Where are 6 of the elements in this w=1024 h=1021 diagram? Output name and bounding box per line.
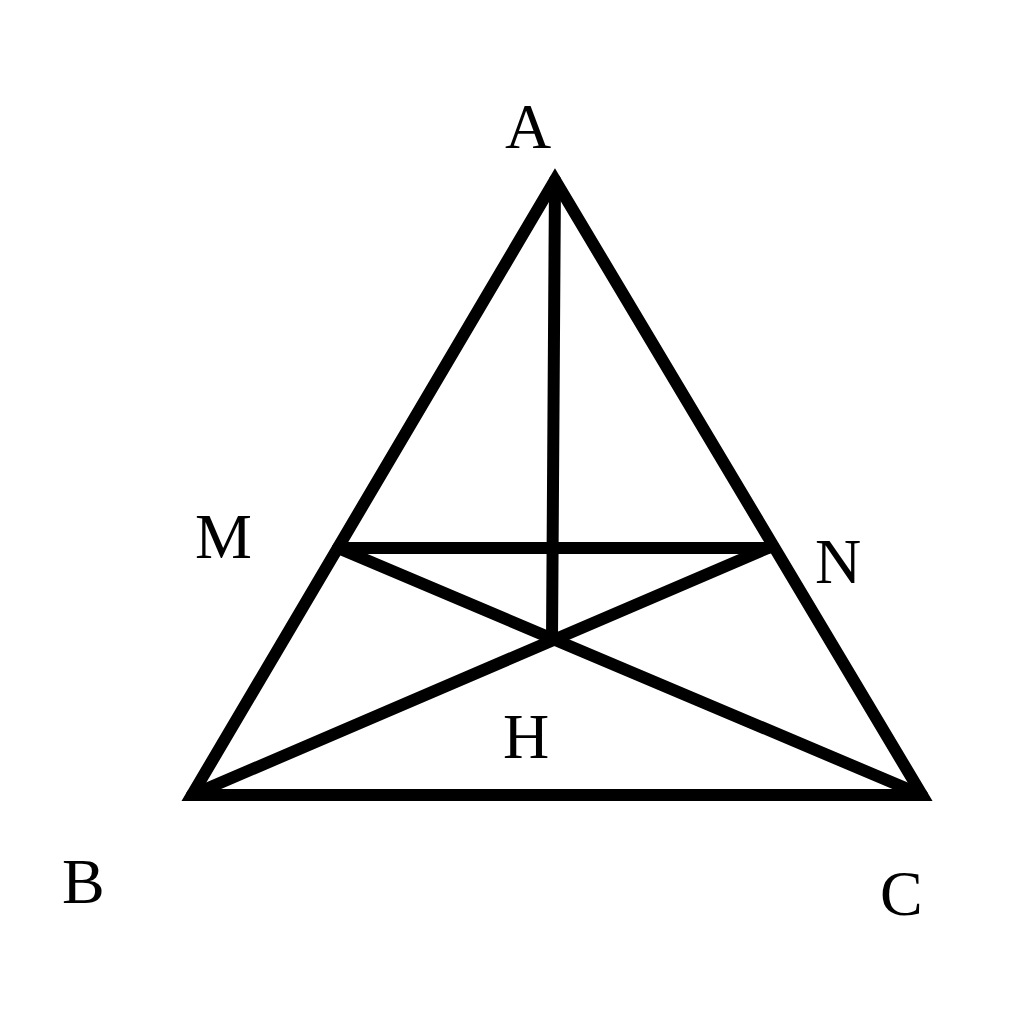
- point-label: A: [505, 95, 552, 159]
- point-label: B: [62, 850, 105, 914]
- point-label: N: [815, 530, 862, 594]
- point-label: C: [880, 862, 923, 926]
- point-label: M: [195, 505, 252, 569]
- point-label: H: [503, 705, 550, 769]
